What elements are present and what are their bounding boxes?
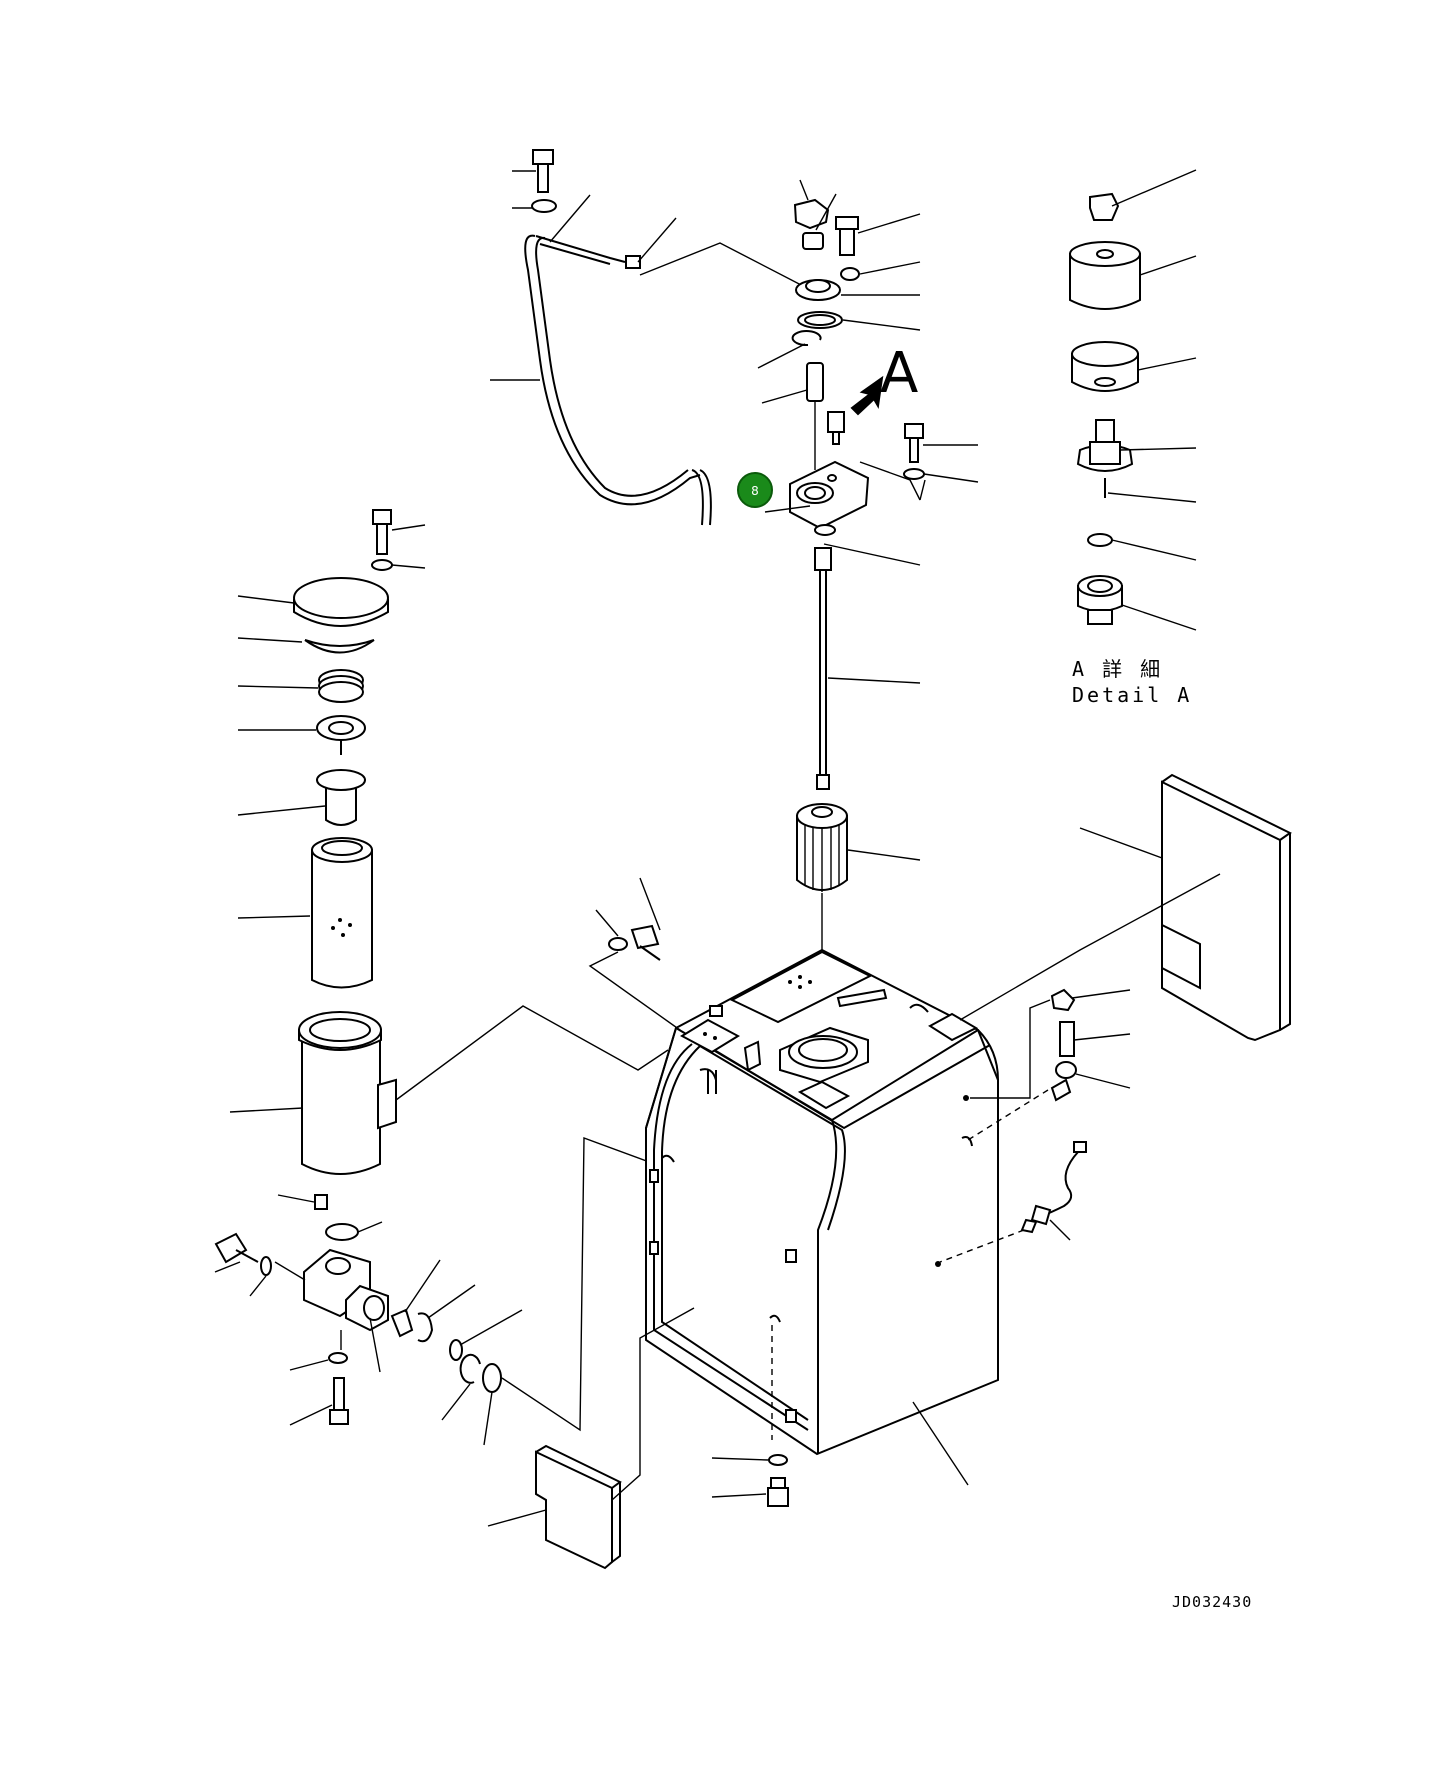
level-sensor	[935, 1141, 1087, 1267]
guard-plate-right	[959, 773, 1292, 1042]
bolt-tank-top	[588, 877, 681, 1031]
filter-base-valve	[214, 1137, 661, 1446]
breather-assembly	[757, 179, 921, 470]
return-filter-assembly	[229, 509, 669, 1241]
view-arrow-a: A	[850, 341, 918, 416]
breather-hose	[490, 194, 806, 526]
bolt-top-left	[512, 149, 557, 213]
tank-fittings-right	[961, 988, 1131, 1147]
detail-label-en: Detail A	[1072, 683, 1192, 707]
callout-8[interactable]: 8	[737, 472, 773, 508]
tank-cover	[764, 411, 979, 566]
drawing-code: JD032430	[1172, 1593, 1252, 1611]
detail-label-jp: A 詳 細	[1072, 657, 1163, 681]
hydraulic-tank	[645, 948, 999, 1486]
detail-a-parts: A 詳 細 Detail A	[1069, 169, 1197, 707]
drain-plug	[711, 1454, 789, 1507]
guard-plate-lower	[487, 1307, 695, 1570]
level-gauge-rod	[814, 547, 921, 790]
view-label-a: A	[880, 341, 918, 406]
suction-strainer	[796, 803, 921, 1020]
callout-number: 8	[751, 484, 759, 498]
